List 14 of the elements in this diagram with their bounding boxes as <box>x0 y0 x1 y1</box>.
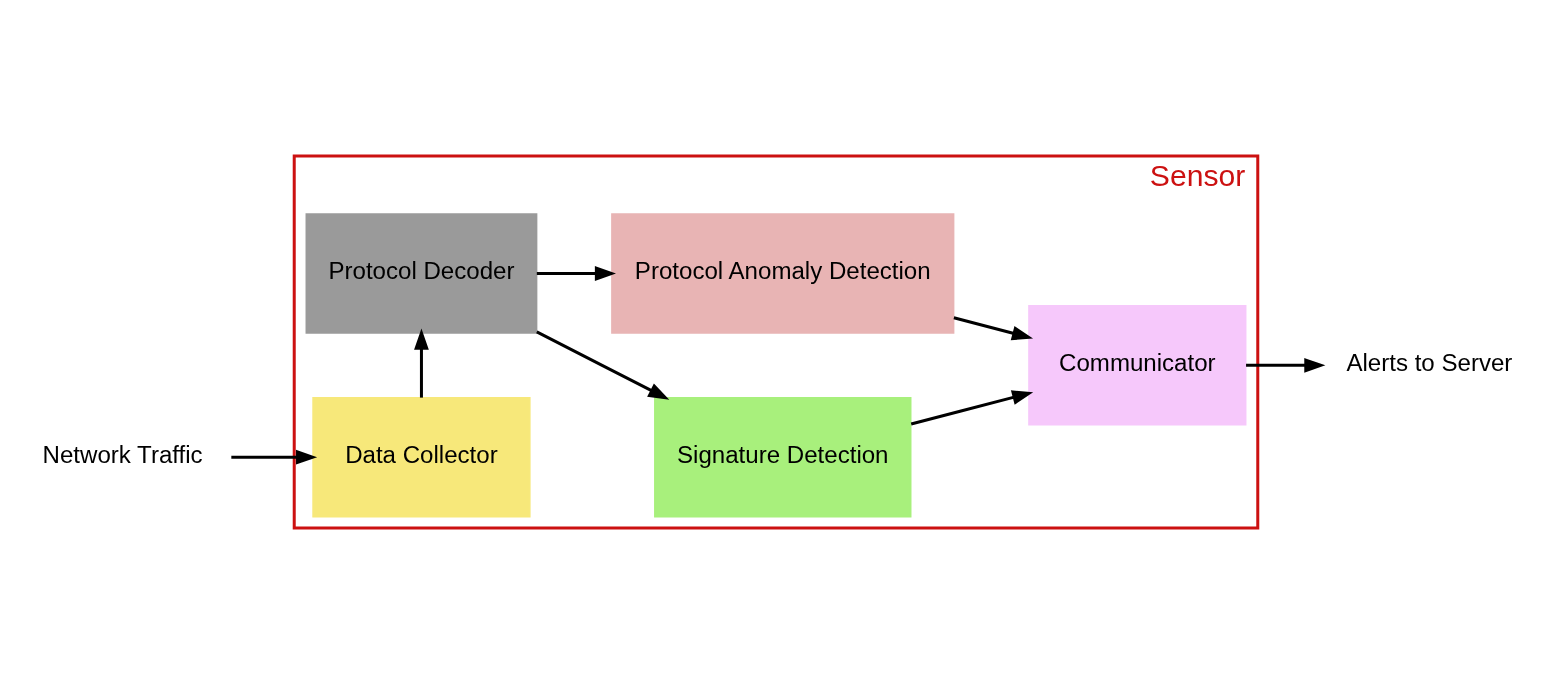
arrow <box>953 315 1034 340</box>
arrow <box>1246 357 1326 373</box>
node-text: Network Traffic <box>42 440 203 468</box>
node-text: Alerts to Server <box>1346 348 1513 376</box>
node-box: Signature Detection <box>654 396 912 517</box>
node-box: Protocol Anomaly Detection <box>611 212 955 334</box>
arrow <box>536 330 670 400</box>
arrow <box>231 449 318 465</box>
arrow <box>536 265 616 281</box>
arrow <box>910 389 1034 425</box>
node-box: Protocol Decoder <box>305 212 538 334</box>
node-box: Communicator <box>1028 304 1247 426</box>
node-box: Data Collector <box>312 396 531 517</box>
arrow <box>414 328 429 398</box>
